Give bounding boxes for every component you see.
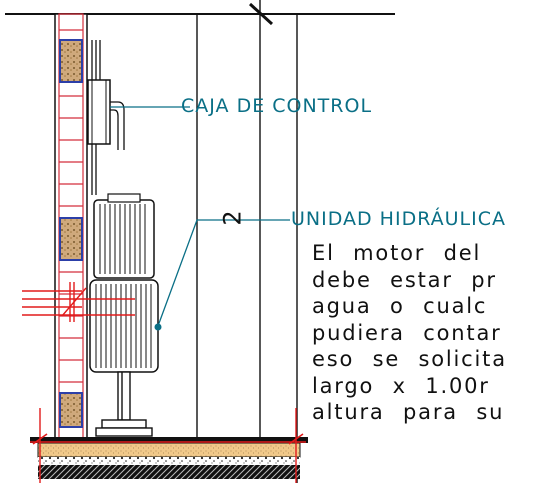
pump-body: [89, 279, 159, 373]
pump-stand: [95, 371, 153, 437]
note-line: agua o cualc: [312, 294, 488, 318]
floor-section: [30, 408, 308, 483]
motor-top: [93, 193, 155, 279]
note-line: largo x 1.00r: [312, 373, 490, 398]
note-line: eso se solicita: [312, 347, 507, 371]
note-line: debe estar pr: [312, 267, 497, 292]
dimension-line: [248, 0, 274, 477]
label-hydraulic-unit: UNIDAD HIDRÁULICA: [291, 208, 506, 230]
pipe-axis-lines: [22, 282, 135, 322]
brick-wall: [54, 13, 88, 455]
label-control-box: CAJA DE CONTROL: [181, 95, 373, 117]
note-line: pudiera contar: [312, 320, 502, 345]
cork-block: [59, 39, 83, 83]
leader-lines: [110, 106, 290, 327]
cork-block: [59, 217, 83, 261]
note-line: altura para su: [312, 400, 505, 424]
leader-dot: [154, 323, 162, 331]
note-line: El motor del: [312, 241, 482, 265]
cork-block: [59, 392, 83, 428]
dimension-value: 2: [218, 210, 247, 226]
control-box: [87, 79, 111, 145]
